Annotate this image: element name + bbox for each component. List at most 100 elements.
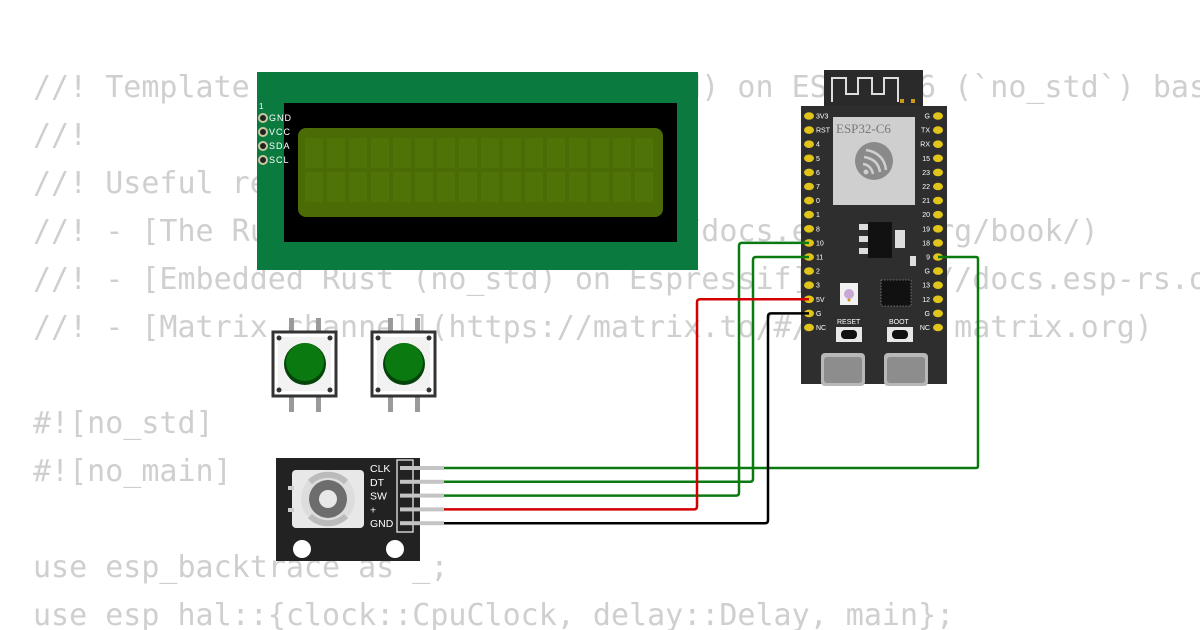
esp32-pin bbox=[933, 281, 943, 290]
esp32-pin bbox=[804, 112, 814, 120]
espressif-logo-dot bbox=[863, 169, 869, 175]
regulator-tab bbox=[895, 230, 905, 248]
encoder-rotate-arrow bbox=[307, 513, 349, 527]
rgb-led-lens bbox=[844, 289, 854, 299]
esp32-pin bbox=[804, 126, 814, 134]
esp32-pin-label: 20 bbox=[922, 212, 930, 219]
lcd-character-cell bbox=[569, 138, 587, 168]
button-leg bbox=[388, 394, 393, 412]
lcd-character-cell bbox=[591, 172, 609, 202]
esp32-pin-label: G bbox=[925, 269, 930, 276]
lcd-pin bbox=[258, 155, 268, 165]
button-corner-dot bbox=[276, 387, 282, 393]
button-cap bbox=[286, 343, 324, 381]
esp32-pin-label: G bbox=[925, 311, 930, 318]
esp32-pin bbox=[933, 239, 943, 247]
esp32-pin-label: 13 bbox=[922, 283, 930, 290]
encoder-mount-hole bbox=[386, 540, 404, 558]
encoder-shaft bbox=[319, 490, 337, 508]
encoder-pin bbox=[400, 466, 444, 470]
esp32-pin bbox=[933, 309, 943, 318]
esp32-pin-label: 10 bbox=[816, 240, 824, 247]
pushbutton-1[interactable] bbox=[271, 318, 338, 412]
encoder-pin-label: CLK bbox=[370, 463, 390, 475]
esp32-pin-label: G bbox=[816, 311, 821, 318]
esp32-pin bbox=[933, 168, 943, 177]
boot-button-label: BOOT bbox=[889, 319, 910, 326]
usb-port-right-inner bbox=[887, 357, 925, 383]
esp32-pin bbox=[933, 225, 943, 233]
lcd-pin-one-label: 1 bbox=[259, 102, 264, 111]
reset-button-label: RESET bbox=[837, 319, 861, 326]
esp32-pin-label: G bbox=[925, 114, 930, 121]
wires bbox=[444, 241, 980, 525]
lcd-character-cell bbox=[415, 172, 433, 202]
espressif-logo-wave bbox=[862, 162, 875, 175]
esp32-pin bbox=[804, 168, 814, 177]
esp32-pin-label: NC bbox=[816, 325, 826, 332]
esp32-pin-label: 2 bbox=[816, 269, 820, 276]
button-corner-dot bbox=[327, 335, 333, 341]
esp32-pin bbox=[933, 182, 943, 191]
wire-clk bbox=[444, 255, 980, 470]
lcd-character-cell bbox=[591, 138, 609, 168]
regulator-pin bbox=[859, 224, 868, 230]
usb-port-left-inner bbox=[824, 357, 862, 383]
esp32-pin-label: 23 bbox=[922, 170, 930, 177]
esp32-pin bbox=[933, 196, 943, 205]
lcd-character-cell bbox=[613, 172, 631, 202]
encoder-pin bbox=[400, 521, 444, 526]
code-line: //! bbox=[33, 118, 88, 153]
esp32-pin bbox=[804, 267, 814, 275]
esp32-pin bbox=[933, 154, 943, 163]
esp32-pin-label: 19 bbox=[922, 226, 930, 233]
lcd-character-cell bbox=[327, 138, 345, 168]
lcd-pin bbox=[258, 113, 268, 123]
pushbutton-2[interactable] bbox=[370, 318, 437, 412]
espressif-logo-wave bbox=[863, 155, 882, 173]
esp32-pin bbox=[933, 323, 943, 332]
button-corner-dot bbox=[276, 335, 282, 341]
boot-button-cap bbox=[892, 330, 908, 339]
esp32-pin-label: 0 bbox=[816, 198, 820, 205]
encoder-mount-hole bbox=[293, 540, 311, 558]
button-corner-dot bbox=[375, 335, 381, 341]
esp32-pin-label: 5 bbox=[816, 156, 820, 163]
lcd-character-cell bbox=[305, 172, 323, 202]
lcd-character-cell bbox=[569, 172, 587, 202]
lcd-character-cell bbox=[393, 172, 411, 202]
wire-dt bbox=[444, 255, 809, 484]
button-leg bbox=[289, 394, 294, 412]
voltage-regulator bbox=[868, 222, 892, 258]
encoder-rotate-arrow bbox=[307, 471, 349, 485]
reset-button-cap bbox=[841, 330, 857, 339]
encoder-tab bbox=[288, 486, 294, 490]
lcd-character-cell bbox=[481, 138, 499, 168]
usb-uart-chip bbox=[880, 279, 912, 307]
lcd-character-cell bbox=[503, 138, 521, 168]
antenna-pad bbox=[900, 99, 904, 103]
esp32-pin bbox=[804, 140, 814, 148]
espressif-logo-wave bbox=[865, 148, 888, 171]
esp32-pin-label: 3V3 bbox=[816, 114, 829, 121]
lcd-pin-label: GND bbox=[269, 113, 292, 123]
esp32-pin-label: RST bbox=[816, 128, 831, 135]
regulator-pin bbox=[859, 248, 868, 254]
esp32-pin-label: 1 bbox=[816, 212, 820, 219]
lcd-character-cell bbox=[437, 138, 455, 168]
button-leg bbox=[289, 318, 294, 334]
encoder-pin bbox=[400, 479, 444, 484]
esp32-pin bbox=[933, 112, 943, 120]
lcd-character-cell bbox=[481, 172, 499, 202]
regulator-pin bbox=[859, 236, 868, 242]
esp32-pin-label: 6 bbox=[816, 170, 820, 177]
encoder-pin-label: DT bbox=[370, 477, 385, 489]
button-cap bbox=[385, 343, 423, 381]
esp32-pin bbox=[804, 281, 814, 290]
antenna-pad bbox=[911, 99, 915, 103]
esp32-pin-label: 5V bbox=[816, 297, 825, 304]
